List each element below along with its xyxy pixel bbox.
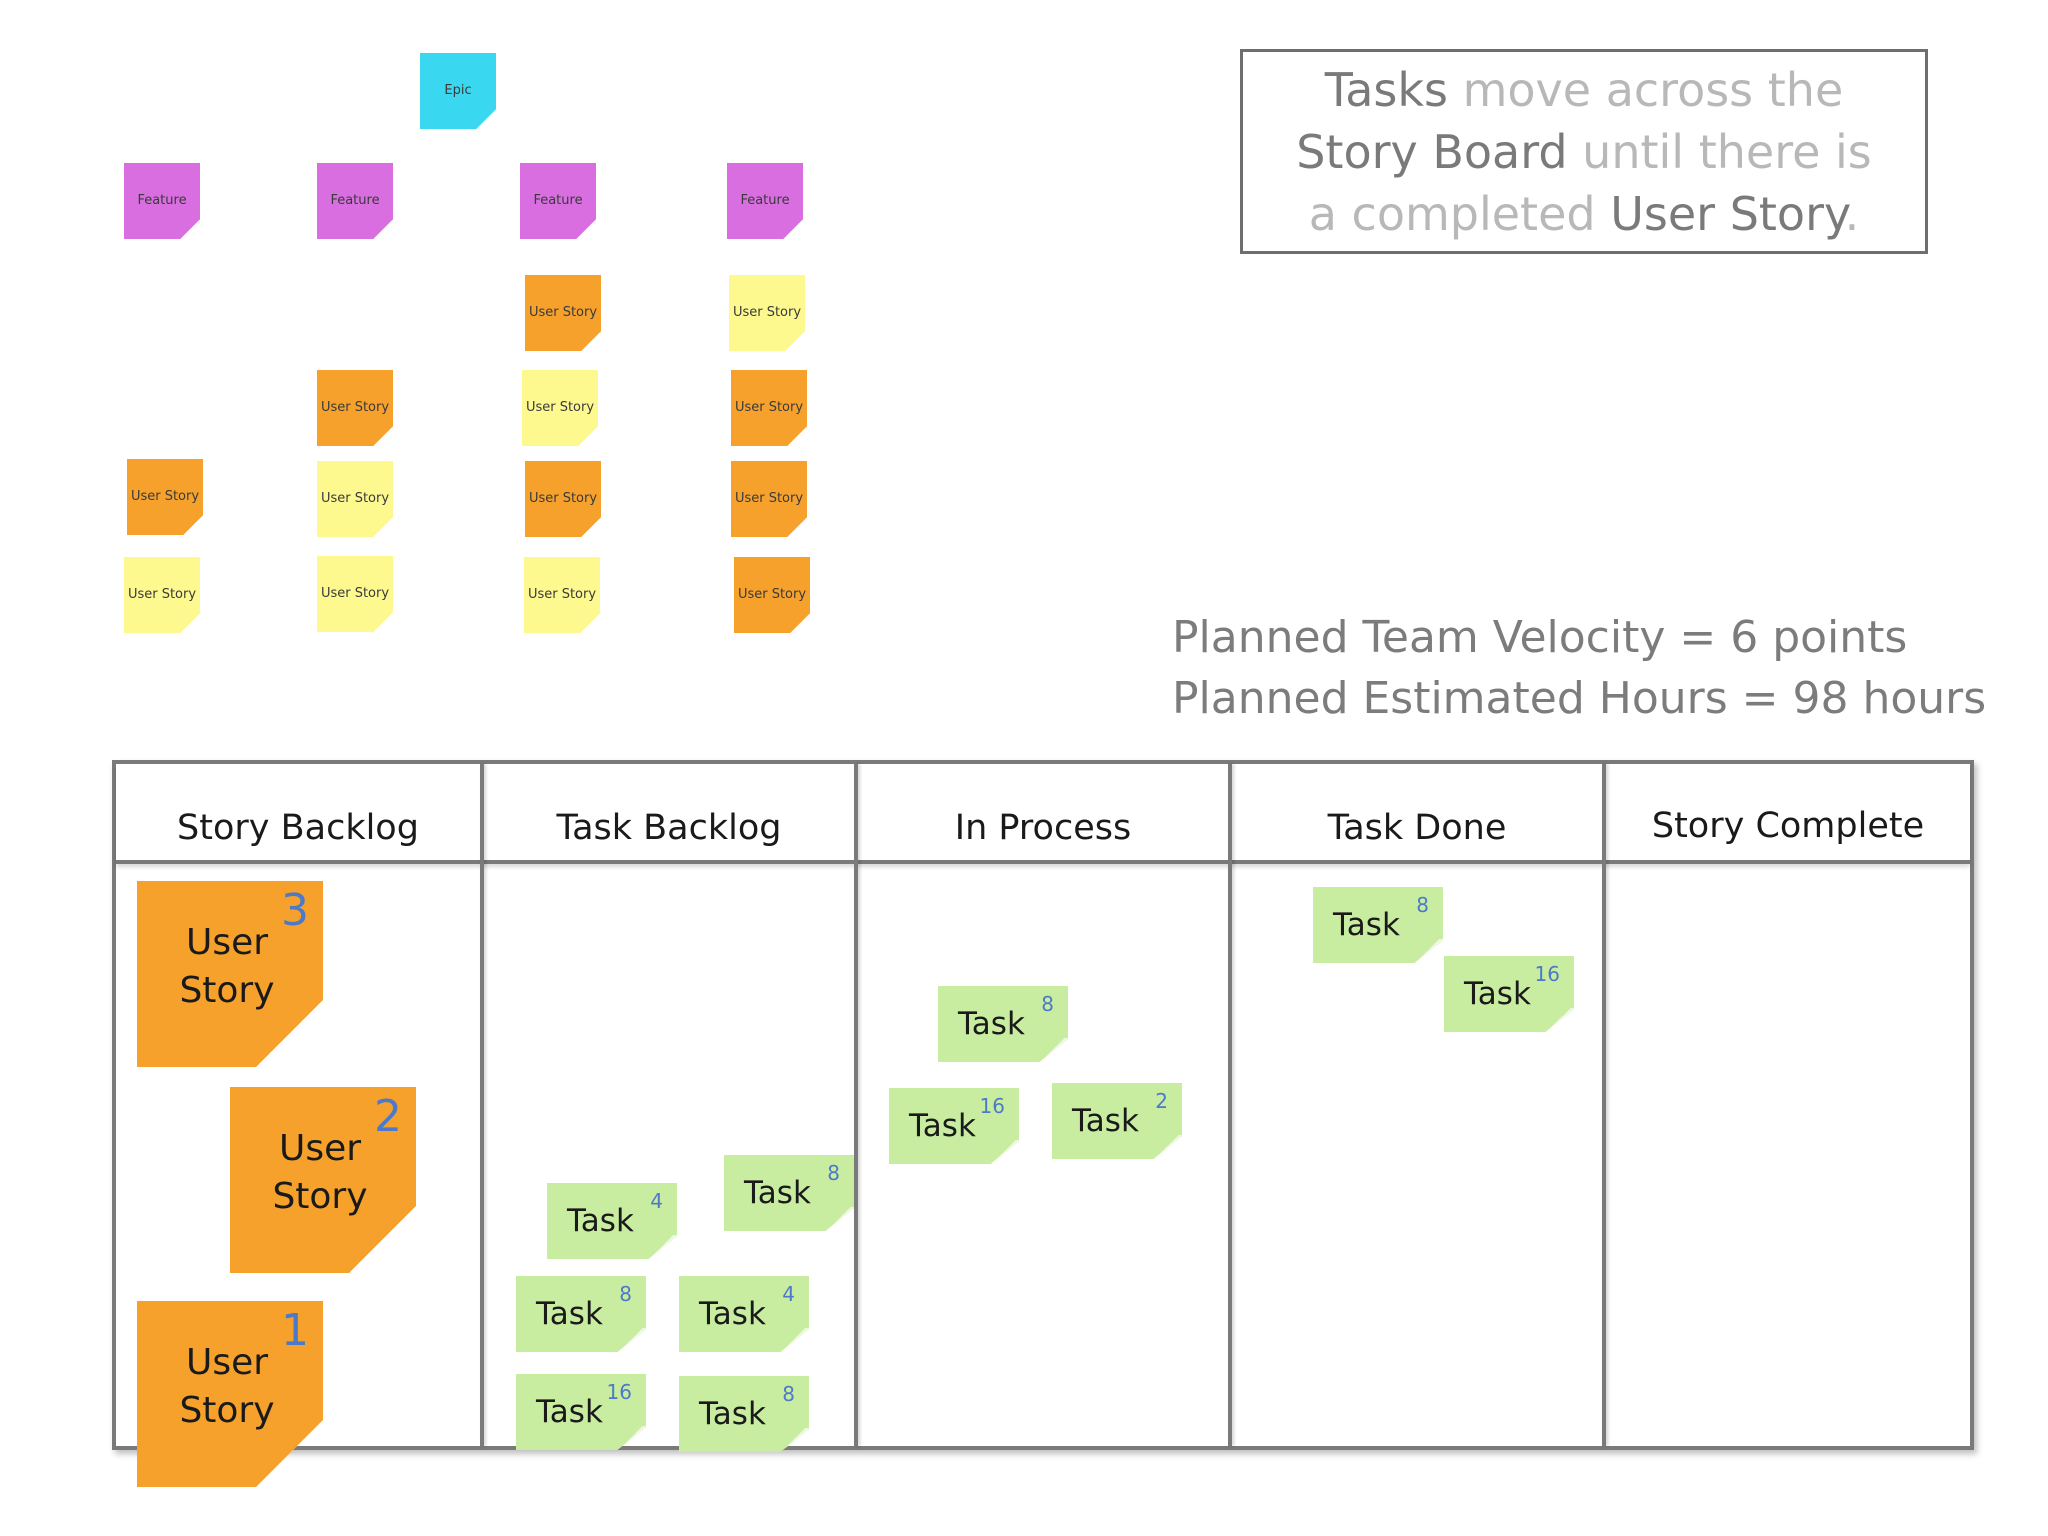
task-label: Task bbox=[699, 1396, 766, 1432]
feature-note: Feature bbox=[317, 163, 393, 239]
user-story-label: User Story bbox=[732, 305, 802, 321]
user-story-note: User Story bbox=[731, 370, 807, 446]
column-title-task-backlog: Task Backlog bbox=[556, 808, 782, 848]
callout-part: Story Board bbox=[1296, 124, 1568, 179]
board-header bbox=[116, 764, 1970, 864]
feature-label: Feature bbox=[533, 193, 583, 209]
user-story-note: User Story bbox=[317, 556, 393, 632]
column-title-in-process: In Process bbox=[954, 808, 1132, 848]
planned-velocity: Planned Team Velocity = 6 points bbox=[1172, 612, 1908, 663]
epic-label: Epic bbox=[444, 83, 472, 99]
task-label: Task bbox=[1333, 907, 1400, 943]
task-hours: 8 bbox=[827, 1161, 840, 1185]
task-card[interactable]: Task 4 bbox=[679, 1276, 809, 1352]
user-story-note: User Story bbox=[525, 275, 601, 351]
callout-part: Tasks bbox=[1324, 62, 1448, 117]
task-hours: 2 bbox=[1155, 1089, 1168, 1113]
user-story-note: User Story bbox=[124, 557, 200, 633]
task-label: Task bbox=[567, 1203, 634, 1239]
task-hours: 4 bbox=[650, 1189, 663, 1213]
column-title-story-complete: Story Complete bbox=[1651, 806, 1925, 846]
user-story-label: User Story bbox=[737, 587, 807, 603]
column-title-story-backlog: Story Backlog bbox=[177, 808, 419, 848]
story-board: Story Backlog Task Backlog In Process Ta… bbox=[112, 760, 1974, 1450]
user-story-note: User Story bbox=[317, 370, 393, 446]
task-label: Task bbox=[1464, 976, 1531, 1012]
feature-label: Feature bbox=[137, 193, 187, 209]
feature-label: Feature bbox=[740, 193, 790, 209]
task-card[interactable]: Task 16 bbox=[1444, 956, 1574, 1032]
task-label: Task bbox=[536, 1394, 603, 1430]
task-card[interactable]: Task 8 bbox=[516, 1276, 646, 1352]
task-card[interactable]: Task 8 bbox=[1313, 887, 1443, 963]
feature-label: Feature bbox=[330, 193, 380, 209]
column-divider bbox=[1228, 764, 1232, 1446]
user-story-note: User Story bbox=[731, 461, 807, 537]
story-points: 2 bbox=[374, 1091, 402, 1142]
callout-text: Tasks move across the Story Board until … bbox=[1284, 59, 1884, 245]
feature-note: Feature bbox=[727, 163, 803, 239]
task-label: Task bbox=[699, 1296, 766, 1332]
user-story-label: User Story bbox=[527, 587, 597, 603]
user-story-note: User Story bbox=[127, 459, 203, 535]
task-card[interactable]: Task 16 bbox=[516, 1374, 646, 1450]
user-story-label: User Story bbox=[528, 491, 598, 507]
task-card[interactable]: Task 8 bbox=[938, 986, 1068, 1062]
callout-part: User Story bbox=[1610, 186, 1845, 241]
task-card[interactable]: Task 2 bbox=[1052, 1083, 1182, 1159]
user-story-note: User Story bbox=[729, 275, 805, 351]
task-label: Task bbox=[958, 1006, 1025, 1042]
column-title-task-done: Task Done bbox=[1327, 808, 1507, 848]
epic-note: Epic bbox=[420, 53, 496, 129]
story-points: 1 bbox=[281, 1305, 309, 1356]
task-hours: 8 bbox=[619, 1282, 632, 1306]
column-divider bbox=[1602, 764, 1606, 1446]
task-label: Task bbox=[536, 1296, 603, 1332]
user-story-label: User Story bbox=[127, 587, 197, 603]
column-divider bbox=[480, 764, 484, 1446]
user-story-note: User Story bbox=[734, 557, 810, 633]
callout-part: . bbox=[1844, 186, 1860, 241]
task-card[interactable]: Task 4 bbox=[547, 1183, 677, 1259]
callout-part: move across the bbox=[1447, 62, 1844, 117]
user-story-card[interactable]: User Story 1 bbox=[137, 1301, 323, 1487]
user-story-note: User Story bbox=[525, 461, 601, 537]
user-story-note: User Story bbox=[317, 461, 393, 537]
planned-hours: Planned Estimated Hours = 98 hours bbox=[1172, 673, 1987, 724]
user-story-note: User Story bbox=[524, 557, 600, 633]
callout-part: until there is a completed bbox=[1308, 124, 1872, 241]
user-story-label: User Story bbox=[734, 491, 804, 507]
user-story-label: User Story bbox=[525, 400, 595, 416]
task-card[interactable]: Task 16 bbox=[889, 1088, 1019, 1164]
task-label: Task bbox=[1072, 1103, 1139, 1139]
task-hours: 4 bbox=[782, 1282, 795, 1306]
callout-box: Tasks move across the Story Board until … bbox=[1240, 49, 1928, 254]
column-divider bbox=[854, 764, 858, 1446]
task-hours: 16 bbox=[606, 1380, 632, 1404]
task-hours: 16 bbox=[979, 1094, 1005, 1118]
task-hours: 8 bbox=[1041, 992, 1054, 1016]
feature-note: Feature bbox=[124, 163, 200, 239]
task-hours: 16 bbox=[1534, 962, 1560, 986]
user-story-label: User Story bbox=[320, 491, 390, 507]
task-hours: 8 bbox=[1416, 893, 1429, 917]
user-story-label: User Story bbox=[320, 400, 390, 416]
task-card[interactable]: Task 8 bbox=[679, 1376, 809, 1452]
task-card[interactable]: Task 8 bbox=[724, 1155, 854, 1231]
user-story-card-label: User Story bbox=[179, 1342, 275, 1431]
task-label: Task bbox=[909, 1108, 976, 1144]
user-story-label: User Story bbox=[130, 489, 200, 505]
user-story-label: User Story bbox=[320, 586, 390, 602]
feature-note: Feature bbox=[520, 163, 596, 239]
user-story-label: User Story bbox=[528, 305, 598, 321]
story-points: 3 bbox=[281, 885, 309, 936]
user-story-note: User Story bbox=[522, 370, 598, 446]
task-label: Task bbox=[744, 1175, 811, 1211]
user-story-label: User Story bbox=[734, 400, 804, 416]
task-hours: 8 bbox=[782, 1382, 795, 1406]
